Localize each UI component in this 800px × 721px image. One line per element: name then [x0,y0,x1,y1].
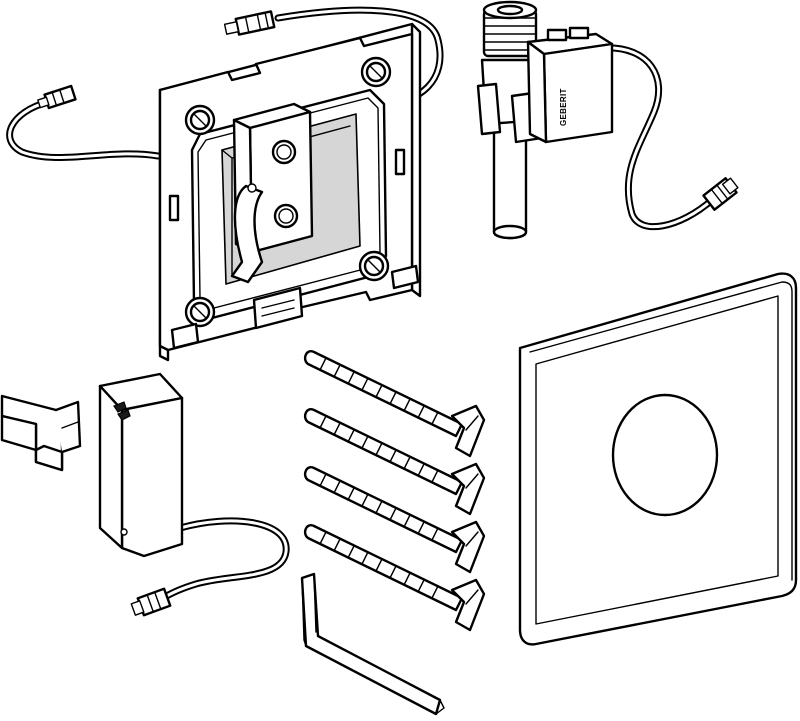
brand-label: GEBERIT [559,88,568,126]
cover-plate [518,272,798,646]
fixing-bolt [303,524,486,632]
retaining-clip [0,394,82,472]
left-pigtail-cable [6,84,162,161]
fixing-bolt [303,350,486,458]
fixing-bolts [303,350,486,632]
sensor-window-ring [611,393,719,517]
allen-key [300,572,445,716]
mounting-plate [6,6,444,362]
valve-plug [702,177,739,211]
corner-screws [184,56,392,328]
fixing-bolt [303,408,486,516]
solenoid-valve: GEBERIT [476,0,739,240]
battery-box [98,372,290,617]
fixing-bolt [303,466,486,574]
battery-plug [130,587,172,617]
sensor-holder-block [230,102,314,284]
